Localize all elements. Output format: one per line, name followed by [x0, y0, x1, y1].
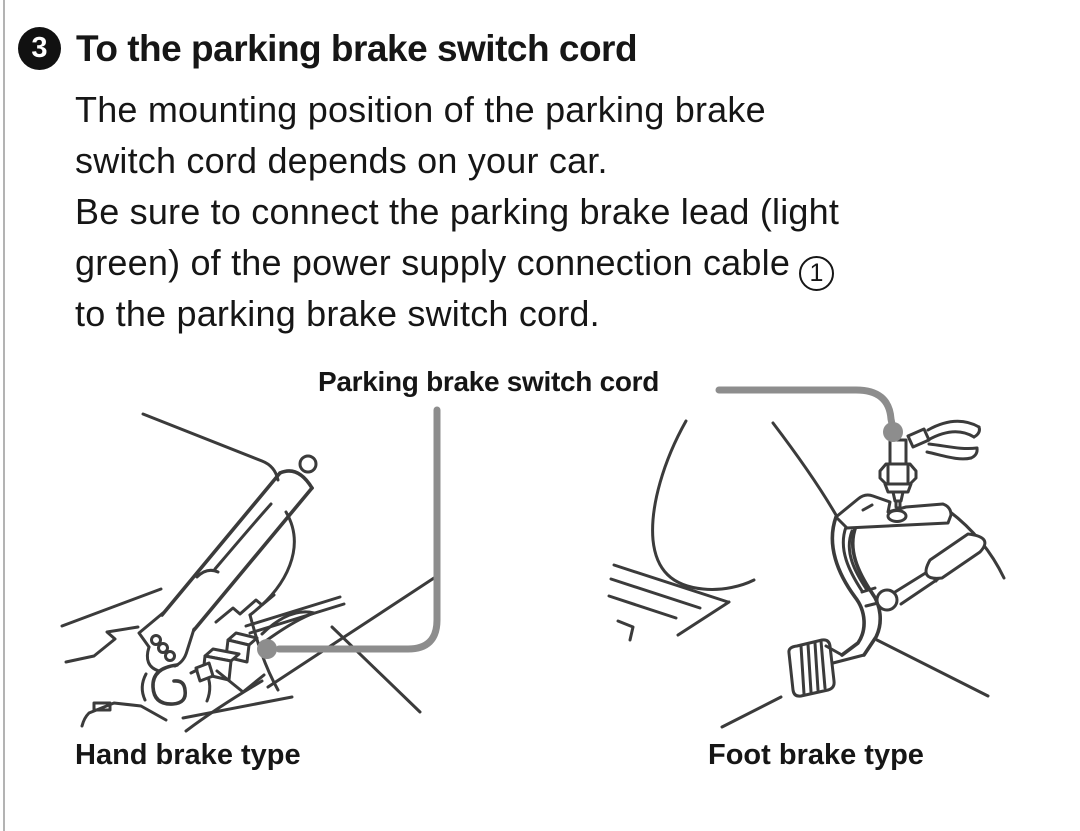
spring-coil [164, 650, 176, 662]
foot-brake-illustration [607, 419, 1006, 729]
wire-end [969, 446, 979, 460]
base-edge [173, 627, 196, 668]
floor-line [612, 563, 730, 604]
body-line: switch cord depends on your car. [75, 140, 608, 181]
pedal-arm-edge [850, 524, 882, 657]
switch-neck [888, 438, 908, 466]
lever-edge [160, 471, 282, 617]
bracket-hole [886, 509, 908, 523]
hand-brake-switch-connector [189, 610, 316, 694]
dash-edge-line [771, 421, 838, 517]
interior-contour-line [141, 412, 280, 482]
lever-edge [192, 486, 314, 632]
bracket-v-line [215, 669, 266, 694]
switch-wire [925, 450, 973, 461]
step-heading: To the parking brake switch cord [76, 27, 638, 69]
leader-dot-right [883, 422, 903, 442]
step-number-badge: 3 [18, 27, 61, 70]
switch-wire [927, 442, 979, 450]
floor-line [676, 600, 731, 637]
lever-seam [195, 568, 220, 579]
leader-line-right [715, 386, 896, 428]
floor-diagonal [875, 638, 990, 698]
panel-notch [92, 701, 112, 712]
body-line: Be sure to connect the parking brake lea… [75, 191, 840, 232]
step-header: 3 To the parking brake switch cord [18, 27, 638, 70]
floor-line [607, 594, 678, 620]
switch-hex-nut [878, 462, 918, 486]
console-long-diagonal [266, 576, 436, 689]
base-edge [145, 645, 161, 673]
callout-label: Parking brake switch cord [318, 366, 660, 397]
hand-brake-caption: Hand brake type [75, 739, 301, 771]
body-line: The mounting position of the parking bra… [75, 89, 766, 130]
clevis-lines [860, 586, 880, 608]
pedal-arm-edge [830, 515, 866, 657]
hook-arc [140, 672, 148, 702]
pedal-arm-join [824, 644, 866, 665]
ratchet-hook [151, 663, 188, 706]
leader-dot-left [257, 639, 277, 659]
wire-end [972, 425, 981, 439]
leader-line-left [275, 406, 441, 653]
floor-line [609, 577, 702, 610]
connector-end [194, 661, 215, 683]
floor-diagonal [330, 625, 422, 714]
mounting-bracket [834, 493, 953, 530]
wire-ferrule [906, 427, 931, 449]
parking-brake-switch [878, 419, 981, 510]
spring-coil [150, 634, 162, 646]
base-notch [137, 611, 165, 649]
sill-zigzag [64, 625, 140, 664]
step-body-text: The mounting position of the parking bra… [75, 84, 839, 339]
hex-facet-lines [886, 463, 910, 485]
push-rod [860, 532, 987, 612]
switch-wire [926, 430, 976, 442]
body-line: to the parking brake switch cord. [75, 293, 600, 334]
console-edge-line [244, 595, 342, 628]
hand-brake-lever [160, 454, 318, 632]
page-left-rule [3, 0, 5, 831]
floor-curve [184, 679, 264, 733]
pedal-arm-ridge [841, 525, 864, 593]
hand-brake-illustration [60, 412, 436, 733]
seat-silhouette [651, 419, 756, 591]
body-line: green) of the power supply connection ca… [75, 237, 839, 291]
floor-line [60, 587, 163, 628]
lever-release-button [298, 454, 318, 474]
callout-leaders [257, 386, 903, 659]
pedal-pad-ridges [799, 639, 827, 696]
rod-sleeve [924, 532, 987, 580]
console-edge-line [248, 602, 346, 635]
pedal-arm-ridge [847, 529, 869, 592]
lever-top-cap [278, 469, 314, 490]
switch-flange [883, 482, 913, 494]
body-line-text: green) of the power supply connection ca… [75, 242, 791, 283]
carpet-zigzag-line [214, 593, 276, 624]
foot-brake-pedal [787, 515, 882, 698]
floor-line [720, 695, 783, 729]
bracket-mark [861, 503, 874, 512]
foot-brake-caption: Foot brake type [708, 739, 924, 771]
ball-joint [875, 588, 899, 612]
cable-conduit [260, 610, 316, 636]
lever-highlight-line [213, 502, 273, 571]
boot-arc [248, 510, 296, 617]
circled-number-1-icon: 1 [799, 256, 835, 291]
lever-base-mechanism [137, 611, 212, 706]
spring-coil [157, 642, 169, 654]
step-number: 3 [31, 32, 48, 64]
connector-stub [189, 668, 199, 675]
floor-line [181, 695, 294, 720]
switch-tip [894, 499, 902, 510]
floor-corner-mark [616, 619, 635, 642]
switch-wire [926, 419, 981, 432]
corner-panel [80, 701, 168, 728]
